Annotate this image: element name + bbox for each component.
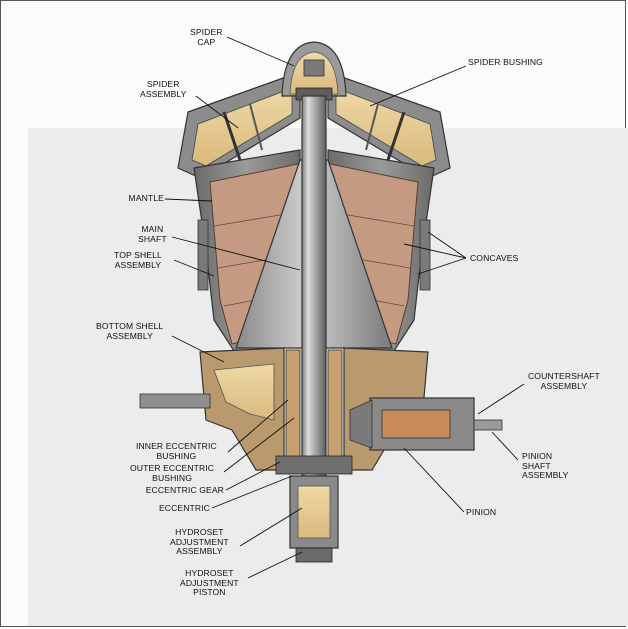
- label-spider-bushing: SPIDER BUSHING: [468, 57, 543, 67]
- leader-lines: [164, 36, 525, 579]
- spider-arms: [177, 71, 451, 179]
- label-concaves: CONCAVES: [470, 253, 519, 263]
- concaves-shape: [209, 163, 419, 345]
- label-eccentric: ECCENTRIC: [158, 503, 210, 513]
- main-shaft-shape: [301, 95, 327, 477]
- label-eccentric-gear: ECCENTRIC GEAR: [145, 485, 224, 495]
- countershaft-shape: [349, 397, 503, 451]
- eccentric-assembly-shape: [275, 349, 353, 475]
- hydroset-shape: [289, 475, 339, 563]
- spider-cap-shape: [281, 41, 347, 101]
- label-mantle: MANTLE: [128, 193, 164, 203]
- label-pinion: PINION: [466, 507, 497, 517]
